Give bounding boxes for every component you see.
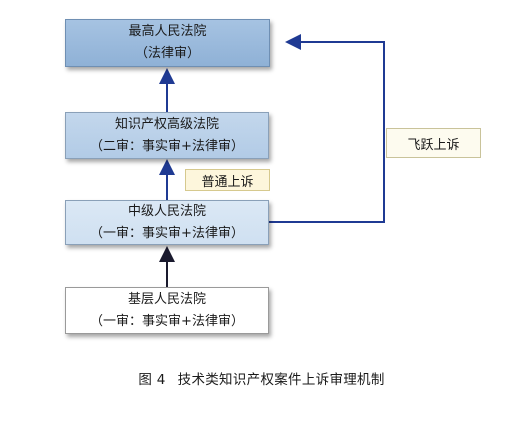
figure-caption-text: 技术类知识产权案件上诉审理机制 xyxy=(177,372,385,388)
ip-high-court-box: 知识产权高级法院 （二审：事实审+法律审） xyxy=(65,112,269,159)
figure-caption: 图 4 技术类知识产权案件上诉审理机制 xyxy=(0,368,523,388)
supreme-court-name: 最高人民法院 xyxy=(128,24,207,39)
ip-high-court-name: 知识产权高级法院 xyxy=(114,116,219,132)
ordinary-appeal-label: 普通上诉 xyxy=(185,169,270,191)
figure-number: 图 4 xyxy=(138,372,166,388)
supreme-court-review: （法律审） xyxy=(134,46,200,61)
basic-court-box: 基层人民法院 （一审：事实审+法律审） xyxy=(65,287,269,334)
intermediate-court-review: （一审：事实审+法律审） xyxy=(90,225,244,241)
basic-court-review: （一审：事实审+法律审） xyxy=(90,313,244,329)
intermediate-court-box: 中级人民法院 （一审：事实审+法律审） xyxy=(65,200,269,245)
leapfrog-appeal-label: 飞跃上诉 xyxy=(386,128,481,158)
intermediate-court-name: 中级人民法院 xyxy=(127,203,206,219)
basic-court-name: 基层人民法院 xyxy=(127,291,206,307)
arrow-leapfrog-path xyxy=(269,34,385,223)
supreme-court-box: 最高人民法院 （法律审） xyxy=(65,19,270,67)
ip-high-court-review: （二审：事实审+法律审） xyxy=(90,138,244,154)
